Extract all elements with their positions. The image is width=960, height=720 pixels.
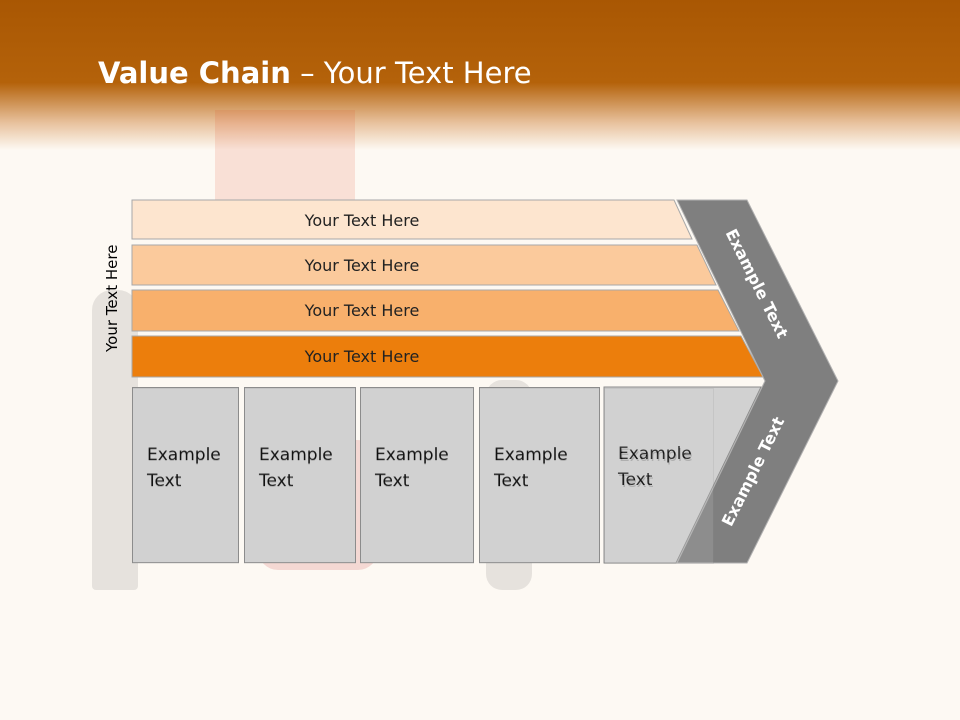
box-5-line2: Text xyxy=(618,470,653,490)
band-shape-3 xyxy=(131,289,740,332)
box-2-line2: Text xyxy=(259,471,294,491)
activity-box-2: Example Text xyxy=(244,387,356,563)
band-3: Your Text Here xyxy=(132,290,692,330)
title-rest: – Your Text Here xyxy=(290,56,532,90)
activity-box-1: Example Text xyxy=(132,387,239,563)
chevron-shape xyxy=(676,199,839,564)
band-label-3: Your Text Here xyxy=(304,300,420,320)
box-4-line1: Example xyxy=(494,445,568,465)
band-1: Your Text Here xyxy=(132,200,692,240)
title-bold: Value Chain xyxy=(98,56,291,90)
box-shape-5 xyxy=(603,386,762,564)
box-3-line1: Example xyxy=(375,445,449,465)
activity-box-4: Example Text xyxy=(479,387,600,563)
background-figure-left xyxy=(92,290,138,590)
band-2: Your Text Here xyxy=(132,245,692,285)
band-4: Your Text Here xyxy=(132,336,692,376)
band-shape-2 xyxy=(131,244,717,286)
box-2-line1: Example xyxy=(259,445,333,465)
header-bar xyxy=(0,0,960,150)
background-figure-pole xyxy=(215,110,355,200)
slide-title: Value Chain – Your Text Here xyxy=(98,56,532,90)
band-shape-1 xyxy=(131,199,693,240)
band-label-2: Your Text Here xyxy=(304,255,420,275)
activity-box-3: Example Text xyxy=(360,387,474,563)
activity-box-5: Example Text xyxy=(604,387,714,563)
box-4-line2: Text xyxy=(494,471,529,491)
band-label-4: Your Text Here xyxy=(304,346,420,366)
box-5-line1: Example xyxy=(618,444,692,464)
box-1-line2: Text xyxy=(147,471,182,491)
box-1-line1: Example xyxy=(147,445,221,465)
box-3-line2: Text xyxy=(375,471,410,491)
band-label-1: Your Text Here xyxy=(304,210,420,230)
